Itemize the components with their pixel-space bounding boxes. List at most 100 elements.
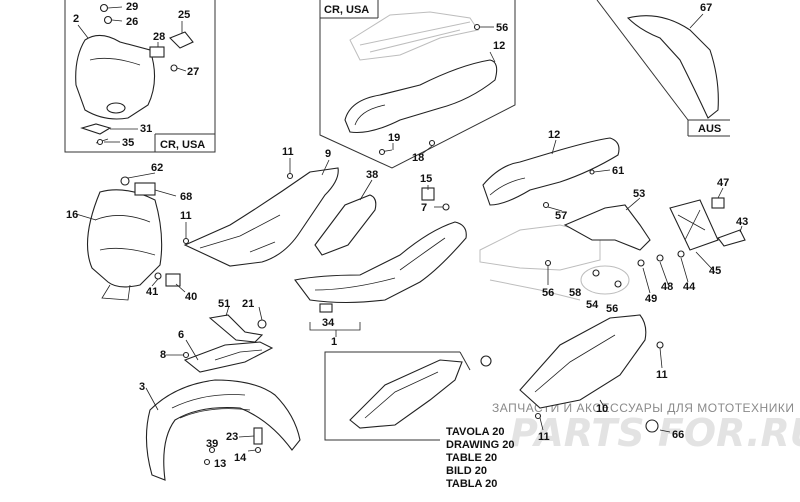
side-cover-part-10 xyxy=(519,314,647,409)
callout-11-left: 11 xyxy=(180,210,192,222)
drawing-reference-box xyxy=(324,351,471,441)
callout-14: 14 xyxy=(234,452,247,464)
bumper-part-34 xyxy=(319,303,333,313)
front-fender-part-3 xyxy=(145,379,301,481)
callout-38: 38 xyxy=(366,169,378,181)
screw-part-18 xyxy=(428,139,436,147)
drawing-title-block: TAVOLA 20 DRAWING 20 TABLE 20 BILD 20 TA… xyxy=(446,426,514,490)
watermark-tagline: ЗАПЧАСТИ И АКСЕССУАРЫ ДЛЯ МОТОТЕХНИКИ xyxy=(492,401,794,415)
leader-lines-left-fairing xyxy=(75,172,187,293)
screw-part-41 xyxy=(154,272,162,280)
callout-21: 21 xyxy=(242,298,254,310)
side-panel-part-9 xyxy=(183,167,339,267)
callout-44: 44 xyxy=(683,281,696,293)
bracket-part-51 xyxy=(208,314,264,343)
callout-49: 49 xyxy=(645,293,657,305)
leader-lines-right xyxy=(547,139,743,294)
leader-lines-top-center xyxy=(392,26,496,155)
screw-part-29 xyxy=(99,3,109,13)
license-plate-holder-part-45 xyxy=(669,199,719,251)
grommet-part-66 xyxy=(645,419,659,433)
bracket-part-31 xyxy=(80,123,112,135)
callout-12-top: 12 xyxy=(493,40,505,52)
side-cover-part-20-ref xyxy=(349,359,463,429)
region-box-top-right xyxy=(596,0,730,137)
callout-54: 54 xyxy=(586,299,599,311)
seat-part-12-cr-usa xyxy=(344,59,498,134)
screw-part-14 xyxy=(254,446,262,454)
callout-56-top: 56 xyxy=(496,22,508,34)
washer-part-54 xyxy=(614,280,622,288)
callout-11-side: 11 xyxy=(282,146,294,158)
screw-part-56-right xyxy=(544,259,552,267)
seat-part-12 xyxy=(482,137,620,206)
callout-31: 31 xyxy=(140,123,152,135)
rear-mudguard-part-67 xyxy=(626,15,719,119)
region-box-top-left xyxy=(64,0,216,153)
grommet-part-21 xyxy=(257,319,267,329)
headlight-fairing-part-16 xyxy=(87,189,163,288)
leader-lines-side-panel xyxy=(289,158,330,176)
drawing-title-fr: TABLE 20 xyxy=(446,452,497,464)
callout-numbers: 29 26 25 28 27 2 31 35 56 12 67 19 18 12… xyxy=(66,1,748,470)
leader-lines-fender xyxy=(145,305,263,463)
callout-15: 15 xyxy=(420,173,432,185)
callout-43: 43 xyxy=(736,216,748,228)
callout-7: 7 xyxy=(421,202,427,214)
callout-18: 18 xyxy=(412,152,424,164)
spacer-part-23 xyxy=(253,427,263,445)
callout-51: 51 xyxy=(218,298,230,310)
callout-13: 13 xyxy=(214,458,226,470)
callout-3: 3 xyxy=(139,381,145,393)
screw-part-27 xyxy=(170,64,178,72)
callout-28: 28 xyxy=(153,31,165,43)
callout-53: 53 xyxy=(633,188,645,200)
watermark-brand: PARTS FOR.RU xyxy=(510,411,800,455)
bracket-part-25 xyxy=(169,31,194,49)
callout-27: 27 xyxy=(187,66,199,78)
region-label-top-center: CR, USA xyxy=(324,4,369,16)
callout-40: 40 xyxy=(185,291,197,303)
drawing-title-en: DRAWING 20 xyxy=(446,439,514,451)
screw-part-11-bottom xyxy=(534,412,542,420)
screw-part-56-top xyxy=(473,23,481,31)
region-box-top-center xyxy=(319,0,516,169)
screw-part-11-cover xyxy=(656,341,664,349)
callout-25: 25 xyxy=(178,9,190,21)
callout-48: 48 xyxy=(661,281,673,293)
callout-39: 39 xyxy=(206,438,218,450)
bracket-part-53 xyxy=(563,204,651,251)
leader-lines-top-left xyxy=(77,6,187,143)
screw-part-35 xyxy=(96,138,104,146)
callout-47: 47 xyxy=(717,177,729,189)
callout-66: 66 xyxy=(672,429,684,441)
clip-part-28 xyxy=(149,46,165,58)
callout-57: 57 xyxy=(555,210,567,222)
callout-10: 10 xyxy=(596,403,608,415)
callout-9: 9 xyxy=(325,148,331,160)
callout-8: 8 xyxy=(160,349,166,361)
washer-part-48 xyxy=(656,254,664,262)
region-label-top-left: CR, USA xyxy=(160,139,205,151)
callout-29: 29 xyxy=(126,1,138,13)
callout-41: 41 xyxy=(146,286,158,298)
leader-lines-seat xyxy=(309,185,443,337)
screw-part-47 xyxy=(711,197,725,209)
screw-part-8 xyxy=(182,351,190,359)
callout-45: 45 xyxy=(709,265,721,277)
callout-16: 16 xyxy=(66,209,78,221)
grommet-part-20 xyxy=(480,355,492,367)
callout-67: 67 xyxy=(700,2,712,14)
screw-part-7 xyxy=(442,203,450,211)
washer-part-58 xyxy=(592,269,600,277)
screw-part-57 xyxy=(542,201,550,209)
drawing-title-de: BILD 20 xyxy=(446,465,487,477)
rear-subframe-outline xyxy=(349,11,479,61)
reflector-part-43 xyxy=(717,229,746,247)
number-plate-part-38 xyxy=(314,194,377,256)
callout-23: 23 xyxy=(226,431,238,443)
nut-part-44 xyxy=(677,250,685,258)
callout-2: 2 xyxy=(73,13,79,25)
callout-12: 12 xyxy=(548,129,560,141)
bracket-part-6 xyxy=(183,341,274,373)
